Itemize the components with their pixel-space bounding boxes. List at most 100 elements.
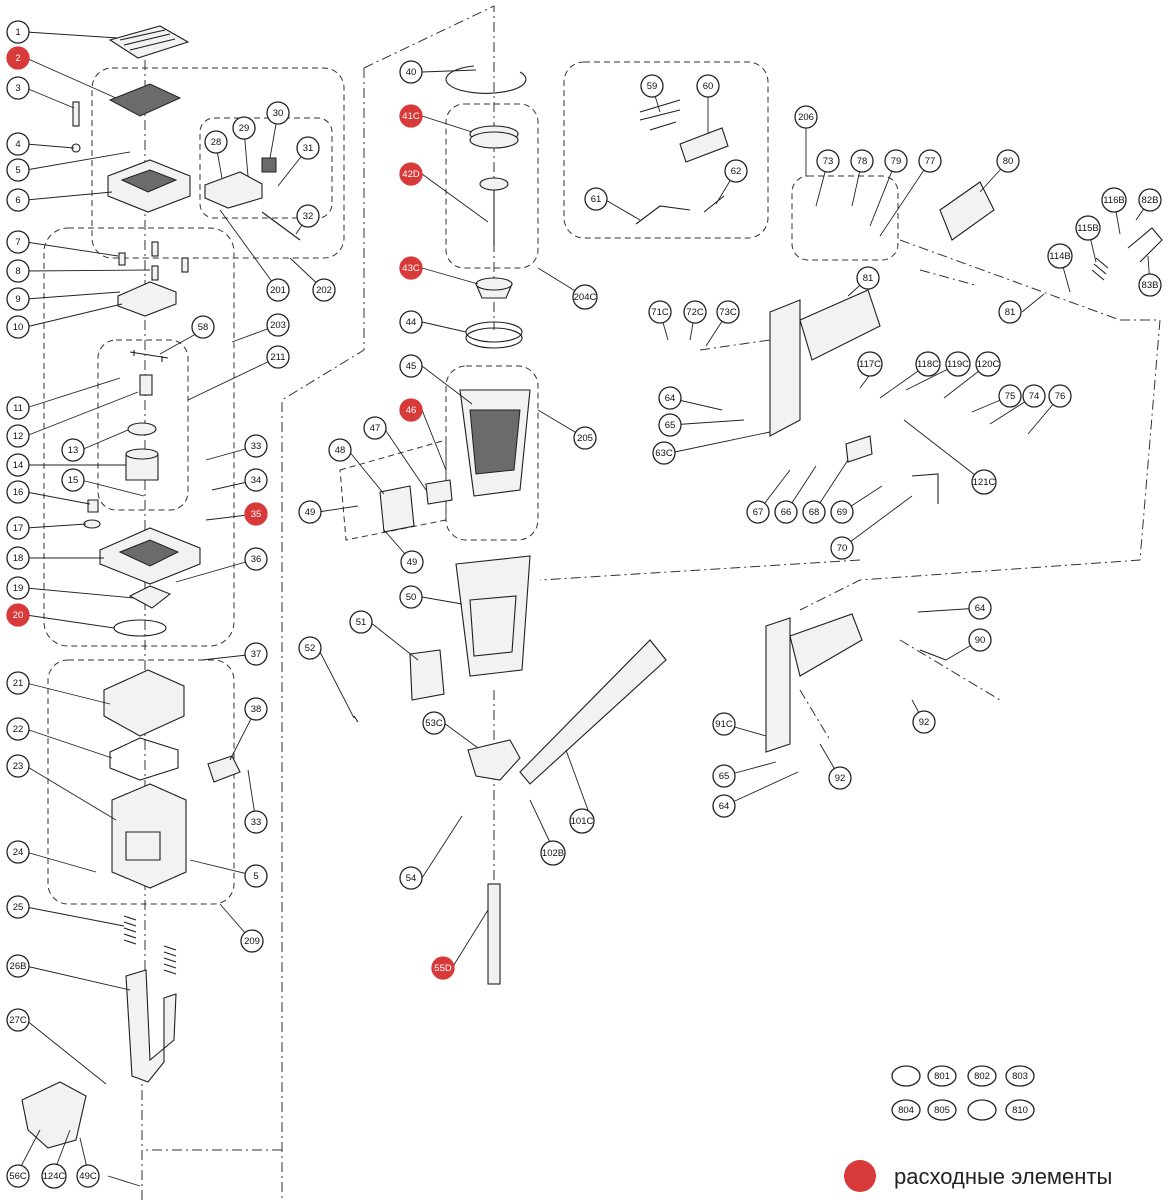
callout-circle: [724, 159, 748, 183]
callout-circle: [312, 278, 336, 302]
callout-circle: [884, 149, 908, 173]
accessory-oval: [927, 1065, 957, 1087]
callout-69: 69: [830, 500, 854, 524]
part-frame-lower-arm: [789, 613, 863, 677]
callout-label: 67: [753, 507, 764, 518]
callout-115b: 115B: [1075, 215, 1101, 241]
callout-circle: [298, 636, 322, 660]
callout-label: 46: [406, 405, 417, 416]
callout-19: 19: [6, 576, 30, 600]
callout-68: 68: [802, 500, 826, 524]
callout-label: 52: [305, 643, 316, 654]
part-70-bail: [911, 473, 939, 504]
callout-circle: [915, 351, 941, 377]
callout-label: 42D: [402, 169, 420, 180]
callout-circle: [6, 46, 30, 70]
callout-label: 92: [835, 773, 846, 784]
group-box-60: [563, 61, 769, 239]
callout-circle: [998, 384, 1022, 408]
callout-label: 1: [15, 27, 20, 38]
callout-circle: [6, 1164, 30, 1188]
callout-211: 211: [266, 345, 290, 369]
group-box-209: [47, 659, 235, 905]
callout-circle: [232, 116, 256, 140]
callout-label: 55D: [434, 963, 452, 974]
consumable-marker-icon: [844, 1160, 876, 1192]
callout-circle: [830, 536, 854, 560]
callout-5: 5: [244, 864, 268, 888]
callout-29: 29: [232, 116, 256, 140]
callout-circle: [6, 20, 30, 44]
callout-label: 18: [13, 553, 24, 564]
accessory-oval: [967, 1065, 997, 1087]
group-box-205: [445, 365, 539, 541]
callout-label: 56C: [9, 1171, 27, 1182]
part-3-screw: [72, 101, 80, 127]
callout-circle: [918, 149, 942, 173]
callout-circle: [857, 351, 883, 377]
callout-circle: [856, 266, 880, 290]
callout-47: 47: [363, 416, 387, 440]
callout-label: 33: [251, 817, 262, 828]
callout-circle: [6, 76, 30, 100]
callout-label: 47: [370, 423, 381, 434]
callout-circle: [6, 230, 30, 254]
callout-40: 40: [399, 60, 423, 84]
callout-circle: [76, 1164, 100, 1188]
callout-5: 5: [6, 158, 30, 182]
callout-circle: [6, 895, 30, 919]
callout-circle: [6, 315, 30, 339]
accessory-label: 810: [1012, 1105, 1028, 1116]
part-20-o-ring: [113, 619, 167, 637]
callout-73: 73: [816, 149, 840, 173]
callout-18: 18: [6, 546, 30, 570]
callout-circle: [716, 300, 740, 324]
part-50-housing: [455, 555, 531, 677]
callout-72c: 72C: [683, 300, 707, 324]
part-63C-frame: [769, 299, 801, 437]
callout-label: 82B: [1142, 195, 1159, 206]
callout-36: 36: [244, 547, 268, 571]
callout-label: 64: [975, 603, 986, 614]
callout-label: 48: [335, 445, 346, 456]
accessory-oval: [891, 1099, 921, 1121]
part-17-washer: [83, 519, 101, 529]
callout-circle: [652, 441, 676, 465]
callout-label: 78: [857, 156, 868, 167]
callout-circle: [399, 310, 423, 334]
callout-label: 26B: [10, 961, 27, 972]
callout-label: 19: [13, 583, 24, 594]
callout-label: 36: [251, 554, 262, 565]
callout-73c: 73C: [716, 300, 740, 324]
part-80-battery-adapter: [939, 181, 995, 241]
part-28-valve-body: [204, 171, 263, 209]
callout-layer: 1234567891011121314151617181920212223242…: [6, 20, 1162, 1189]
callout-circle: [1138, 188, 1162, 212]
callout-117c: 117C: [857, 351, 883, 377]
callout-62: 62: [724, 159, 748, 183]
callout-92: 92: [912, 710, 936, 734]
callout-circle: [240, 929, 264, 953]
callout-label: 51: [356, 617, 367, 628]
callout-206: 206: [794, 105, 818, 129]
callout-80: 80: [996, 149, 1020, 173]
callout-38: 38: [244, 697, 268, 721]
accessory-label: 803: [1012, 1071, 1028, 1082]
callout-label: 64: [719, 801, 730, 812]
callout-70: 70: [830, 536, 854, 560]
callout-circle: [6, 480, 30, 504]
callout-34: 34: [244, 468, 268, 492]
accessory-callout-801: 801: [927, 1065, 957, 1087]
part-25-spring-left: [123, 915, 137, 945]
callout-circle: [850, 149, 874, 173]
group-box-48: [339, 439, 447, 541]
callout-circle: [6, 259, 30, 283]
part-53C-magazine-head: [467, 739, 521, 781]
callout-circle: [912, 710, 936, 734]
callout-label: 45: [406, 361, 417, 372]
callout-121c: 121C: [971, 469, 997, 495]
callout-23: 23: [6, 754, 30, 778]
callout-circle: [61, 468, 85, 492]
accessory-callout-blank: [891, 1065, 921, 1087]
